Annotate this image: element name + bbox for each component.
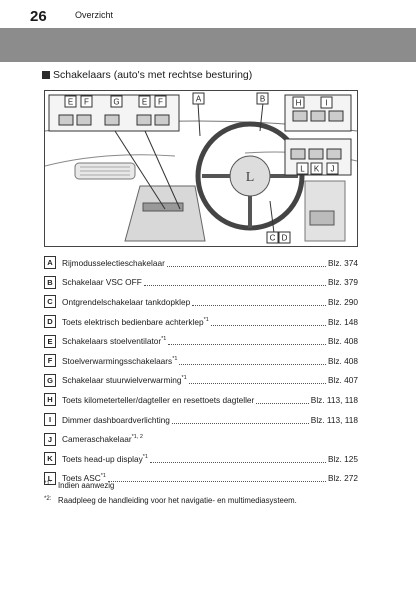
item-text: Stoelverwarmingsschakelaars*1 <box>62 355 178 366</box>
figure-label-l: L <box>300 165 305 174</box>
leader-dots <box>107 474 327 483</box>
leader-dots <box>188 376 327 385</box>
figure-label-a: A <box>196 95 202 104</box>
list-item: G Schakelaar stuurwielverwarming*1 Blz. 40… <box>44 371 358 391</box>
list-item: C Ontgrendelschakelaar tankdopklep Blz. 29… <box>44 292 358 312</box>
footnote-mark: *1: <box>44 481 52 487</box>
footnote-mark: *2: <box>44 496 52 502</box>
letter-badge: I <box>44 413 56 427</box>
figure-label-b: B <box>260 95 265 104</box>
footnote-text: Raadpleeg de handleiding voor het naviga… <box>58 496 297 505</box>
page-ref: Blz. 379 <box>328 277 358 288</box>
letter-badge: L <box>44 471 56 485</box>
letter-badge: K <box>44 452 56 466</box>
list-item: I Dimmer dashboardverlichting Blz. 113, 11… <box>44 410 358 430</box>
header-band <box>0 28 416 62</box>
leader-dots <box>210 318 327 326</box>
list-item: L Toets ASC*1 Blz. 272 <box>44 469 358 489</box>
item-text: Toets ASC*1 <box>62 473 106 484</box>
figure-label-f2: F <box>158 98 163 107</box>
page-ref: Blz. 272 <box>328 473 358 484</box>
item-text: Schakelaars stoelventilator*1 <box>62 336 167 347</box>
footnotes: *1: Indien aanwezig *2: Raadpleeg de handl… <box>44 481 297 511</box>
letter-badge: G <box>44 373 56 387</box>
figure-label-h: H <box>296 99 302 108</box>
letter-badge: D <box>44 315 56 329</box>
page-ref: Blz. 125 <box>328 453 358 464</box>
list-item: B Schakelaar VSC OFF Blz. 379 <box>44 273 358 293</box>
footnote: *2: Raadpleeg de handleiding voor het nav… <box>44 496 297 505</box>
page-ref: Blz. 408 <box>328 336 358 347</box>
figure-label-d: D <box>282 234 288 243</box>
figure-label-e2: E <box>142 98 147 107</box>
list-item: A Rijmodusselectieschakelaar Blz. 374 <box>44 253 358 273</box>
leader-dots <box>192 298 327 306</box>
list-item: H Toets kilometerteller/dagteller en rese… <box>44 390 358 410</box>
letter-badge: A <box>44 256 56 270</box>
cockpit-illustration: L E F G E F A <box>44 90 358 247</box>
letter-badge: E <box>44 334 56 348</box>
list-item: J Cameraschakelaar*1, 2 <box>44 429 358 449</box>
letter-badge: H <box>44 393 56 407</box>
leader-dots <box>171 416 309 424</box>
figure-label-c: C <box>270 234 276 243</box>
list-item: D Toets elektrisch bedienbare achterklep*… <box>44 312 358 332</box>
page-ref: Blz. 374 <box>328 257 358 268</box>
switch-list: A Rijmodusselectieschakelaar Blz. 374 B Sch… <box>44 253 358 488</box>
page-ref: Blz. 113, 118 <box>310 394 358 405</box>
page-ref: Blz. 407 <box>328 375 358 386</box>
item-text: Schakelaar VSC OFF <box>62 277 142 288</box>
item-text: Toets head-up display*1 <box>62 453 148 464</box>
page-header: 26 Overzicht <box>0 0 416 30</box>
figure-label-j: J <box>331 165 335 174</box>
list-item: F Stoelverwarmingsschakelaars*1 Blz. 408 <box>44 351 358 371</box>
page-ref: Blz. 408 <box>328 355 358 366</box>
page-ref: Blz. 113, 118 <box>310 414 358 425</box>
figure-label-f1: F <box>84 98 89 107</box>
footnote: *1: Indien aanwezig <box>44 481 297 490</box>
item-text: Ontgrendelschakelaar tankdopklep <box>62 296 191 307</box>
list-item: K Toets head-up display*1 Blz. 125 <box>44 449 358 469</box>
figure-label-i: I <box>325 99 327 108</box>
item-text: Dimmer dashboardverlichting <box>62 414 170 425</box>
cockpit-drawing: L E F G E F A <box>45 92 357 244</box>
list-item: E Schakelaars stoelventilator*1 Blz. 408 <box>44 331 358 351</box>
item-text: Toets kilometerteller/dagteller en reset… <box>62 394 255 405</box>
leader-dots <box>166 259 327 267</box>
figure-label-e1: E <box>68 98 73 107</box>
item-text: Schakelaar stuurwielverwarming*1 <box>62 375 187 386</box>
letter-badge: J <box>44 432 56 446</box>
section-title: Schakelaars (auto's met rechtse besturin… <box>53 69 253 81</box>
leader-dots <box>168 337 327 346</box>
letter-badge: C <box>44 295 56 309</box>
chapter-title: Overzicht <box>75 10 114 20</box>
leader-dots <box>256 396 309 404</box>
leader-dots <box>149 455 327 463</box>
item-text: Rijmodusselectieschakelaar <box>62 257 165 268</box>
page-ref: Blz. 290 <box>328 296 358 307</box>
figure-label-k: K <box>314 165 320 174</box>
figure-label-g: G <box>113 98 119 107</box>
page-number: 26 <box>30 8 47 25</box>
letter-badge: F <box>44 354 56 368</box>
section-heading: Schakelaars (auto's met rechtse besturin… <box>42 69 252 81</box>
letter-badge: B <box>44 275 56 289</box>
leader-dots <box>143 278 327 287</box>
svg-text:L: L <box>246 170 255 185</box>
page-ref: Blz. 148 <box>328 316 358 327</box>
item-text: Cameraschakelaar*1, 2 <box>62 434 143 445</box>
leader-dots <box>179 357 327 365</box>
footnote-text: Indien aanwezig <box>58 481 115 490</box>
item-text: Toets elektrisch bedienbare achterklep*1 <box>62 316 209 327</box>
square-bullet-icon <box>42 71 50 79</box>
